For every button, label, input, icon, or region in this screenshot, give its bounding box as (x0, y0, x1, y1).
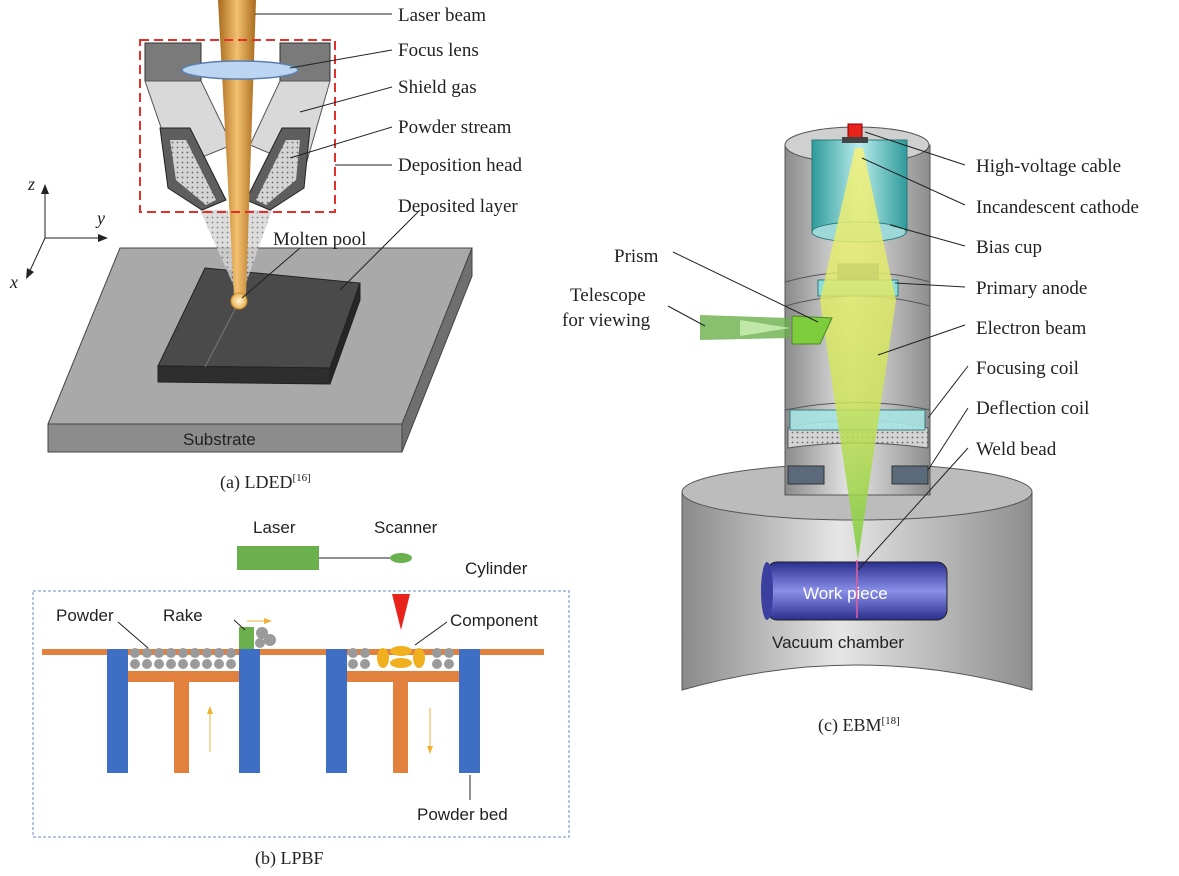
cylinder-wall-1 (107, 649, 128, 773)
label-electron-beam: Electron beam (976, 318, 1086, 339)
label-cylinder: Cylinder (465, 559, 528, 578)
label-deposited-layer: Deposited layer (398, 196, 518, 217)
scanner-mirror (390, 553, 412, 563)
label-bias-cup: Bias cup (976, 237, 1042, 258)
label-rake: Rake (163, 606, 203, 625)
label-molten-pool: Molten pool (273, 229, 366, 250)
label-deposition-head: Deposition head (398, 155, 523, 176)
component-part (377, 646, 425, 668)
label-powder-bed: Powder bed (417, 805, 508, 824)
deflection-coil-left (787, 465, 825, 485)
panel-b-lpbf: Laser Scanner Cylinder (32, 518, 570, 869)
deflection-coil-right (891, 465, 929, 485)
work-piece (761, 560, 948, 621)
caption-b: (b) LPBF (255, 848, 324, 869)
label-shield-gas: Shield gas (398, 77, 477, 98)
label-primary-anode: Primary anode (976, 278, 1087, 299)
label-prism: Prism (614, 246, 659, 267)
label-laser-beam: Laser beam (398, 5, 486, 26)
caption-a: (a) LDED[16] (220, 472, 311, 493)
powder-stream-cone (200, 210, 240, 300)
label-substrate: Substrate (183, 430, 256, 449)
label-deflection-coil: Deflection coil (976, 398, 1089, 419)
label-scanner: Scanner (374, 518, 438, 537)
panel-a-lded: z y x Laser beam Focus lens Shield gas P… (9, 0, 523, 493)
caption-c: (c) EBM[18] (818, 715, 900, 736)
powder-particles-left (130, 648, 236, 669)
label-vacuum-chamber: Vacuum chamber (772, 633, 904, 652)
laser-spot-marker (392, 594, 410, 630)
deposited-layer-block (157, 267, 361, 385)
label-focusing-coil: Focusing coil (976, 358, 1079, 379)
cylinder-wall-4 (459, 649, 480, 773)
label-incandescent-cathode: Incandescent cathode (976, 197, 1139, 218)
panel-c-ebm: Work piece Vacuum chamber High-voltage c… (562, 123, 1139, 736)
focus-lens (181, 60, 299, 80)
prism (791, 315, 833, 345)
lpbf-frame (32, 590, 570, 838)
label-focus-lens: Focus lens (398, 40, 479, 61)
label-laser: Laser (253, 518, 296, 537)
label-powder: Powder (56, 606, 114, 625)
axis-y-label: y (95, 208, 105, 228)
label-high-voltage-cable: High-voltage cable (976, 156, 1121, 177)
label-work-piece: Work piece (803, 584, 888, 603)
laser-source (237, 546, 319, 570)
cylinder-wall-3 (326, 649, 347, 773)
rake (239, 627, 254, 649)
label-telescope-line1: Telescope (570, 285, 646, 306)
label-weld-bead: Weld bead (976, 439, 1057, 460)
coordinate-axes: z y x (9, 174, 108, 292)
deposition-head-box (139, 39, 336, 213)
electron-beam (820, 148, 896, 560)
label-telescope-line2: for viewing (562, 310, 651, 331)
label-component: Component (450, 611, 538, 630)
telescope (700, 315, 833, 345)
deposition-head (144, 42, 331, 211)
axis-x-label: x (9, 272, 18, 292)
high-voltage-cable (847, 123, 863, 139)
cylinder-wall-2 (239, 649, 260, 773)
powder-particles-right (348, 648, 454, 669)
axis-z-label: z (27, 174, 35, 194)
label-powder-stream: Powder stream (398, 117, 512, 138)
